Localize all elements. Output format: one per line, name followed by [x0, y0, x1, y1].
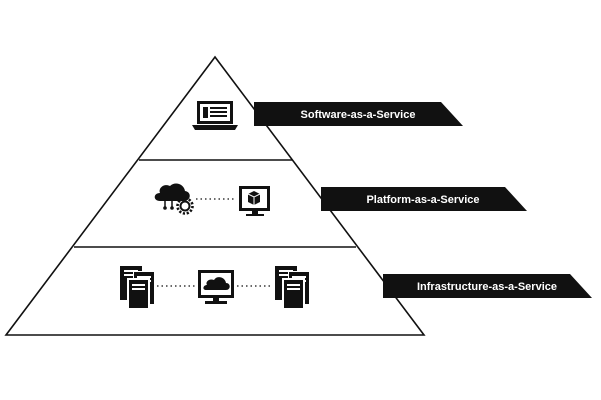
paas-tier-icons — [154, 183, 270, 216]
server-icon — [275, 266, 310, 308]
cloud-gear-icon — [154, 183, 194, 215]
iaas-label: Infrastructure-as-a-Service — [417, 281, 557, 293]
paas-banner: Platform-as-a-Service — [321, 187, 527, 211]
monitor-box-icon — [239, 186, 270, 216]
saas-label: Software-as-a-Service — [301, 109, 416, 121]
iaas-tier-icons — [120, 266, 310, 308]
server-icon — [120, 266, 155, 308]
laptop-icon — [192, 101, 238, 130]
pyramid-outline — [4, 55, 426, 336]
iaas-banner: Infrastructure-as-a-Service — [383, 274, 592, 298]
pyramid — [4, 55, 426, 336]
saas-tier-icons — [192, 101, 238, 130]
saas-banner: Software-as-a-Service — [254, 102, 463, 126]
monitor-cloud-icon — [198, 270, 234, 304]
paas-label: Platform-as-a-Service — [366, 194, 479, 206]
